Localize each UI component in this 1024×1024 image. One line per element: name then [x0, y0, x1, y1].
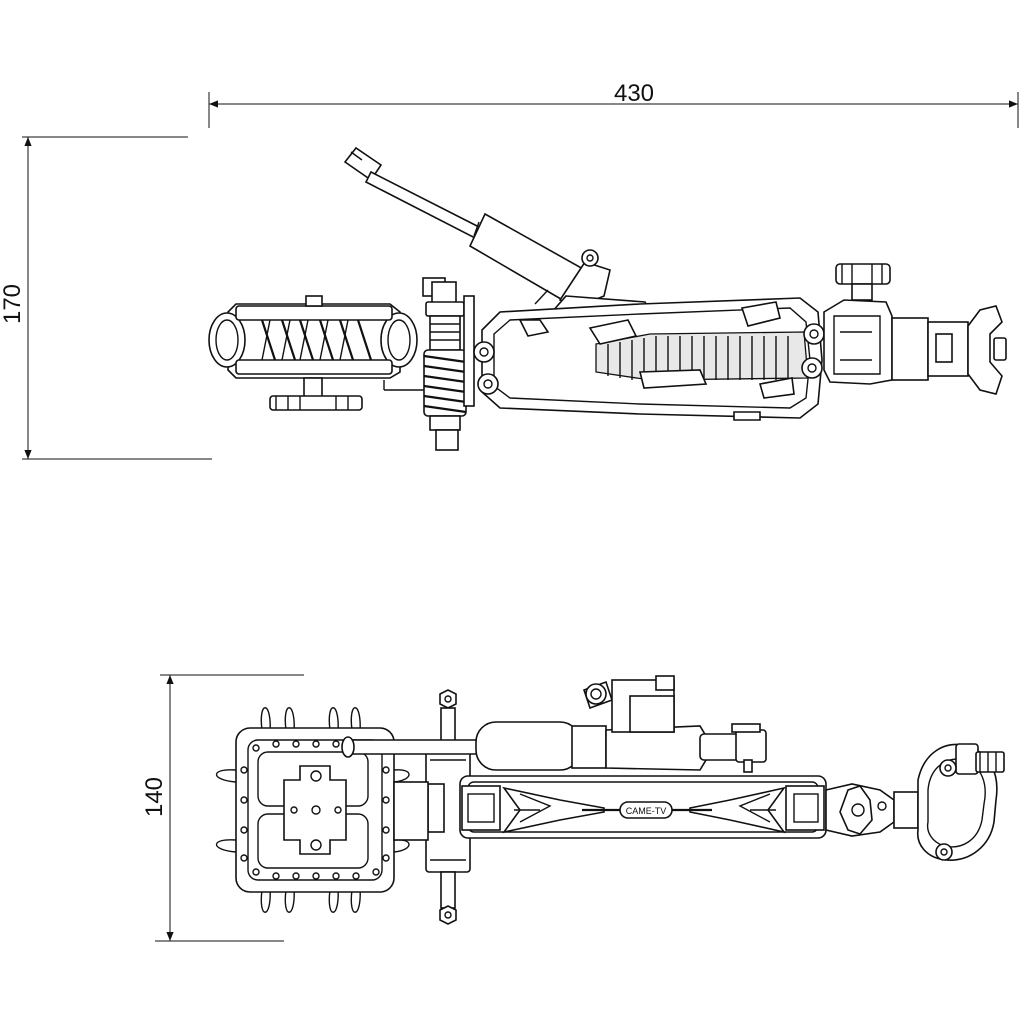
top-spring-cage: [216, 707, 410, 913]
arm-body: [473, 297, 825, 421]
clamp-head: [823, 263, 1007, 395]
dimension-height-top-label: 170: [0, 284, 26, 324]
side-view-drawing: [208, 146, 1007, 451]
top-clamp: [825, 743, 1005, 861]
spring-cage: [208, 295, 426, 411]
dimension-width-top: 430: [208, 80, 1019, 128]
top-arm-body: CAME-TV: [459, 775, 827, 839]
top-pivot-bar: [393, 689, 471, 925]
gas-spring: [343, 146, 654, 315]
dimension-width-label: 430: [614, 80, 654, 107]
dimension-height-top: 170: [0, 136, 212, 460]
shock-absorber: [422, 277, 475, 451]
dimension-height-bottom: 140: [141, 674, 304, 942]
top-view-drawing: CAME-TV: [216, 675, 1005, 925]
top-gas-spring: [341, 675, 767, 773]
dimension-height-bottom-label: 140: [141, 777, 168, 817]
brand-label: CAME-TV: [626, 806, 667, 816]
